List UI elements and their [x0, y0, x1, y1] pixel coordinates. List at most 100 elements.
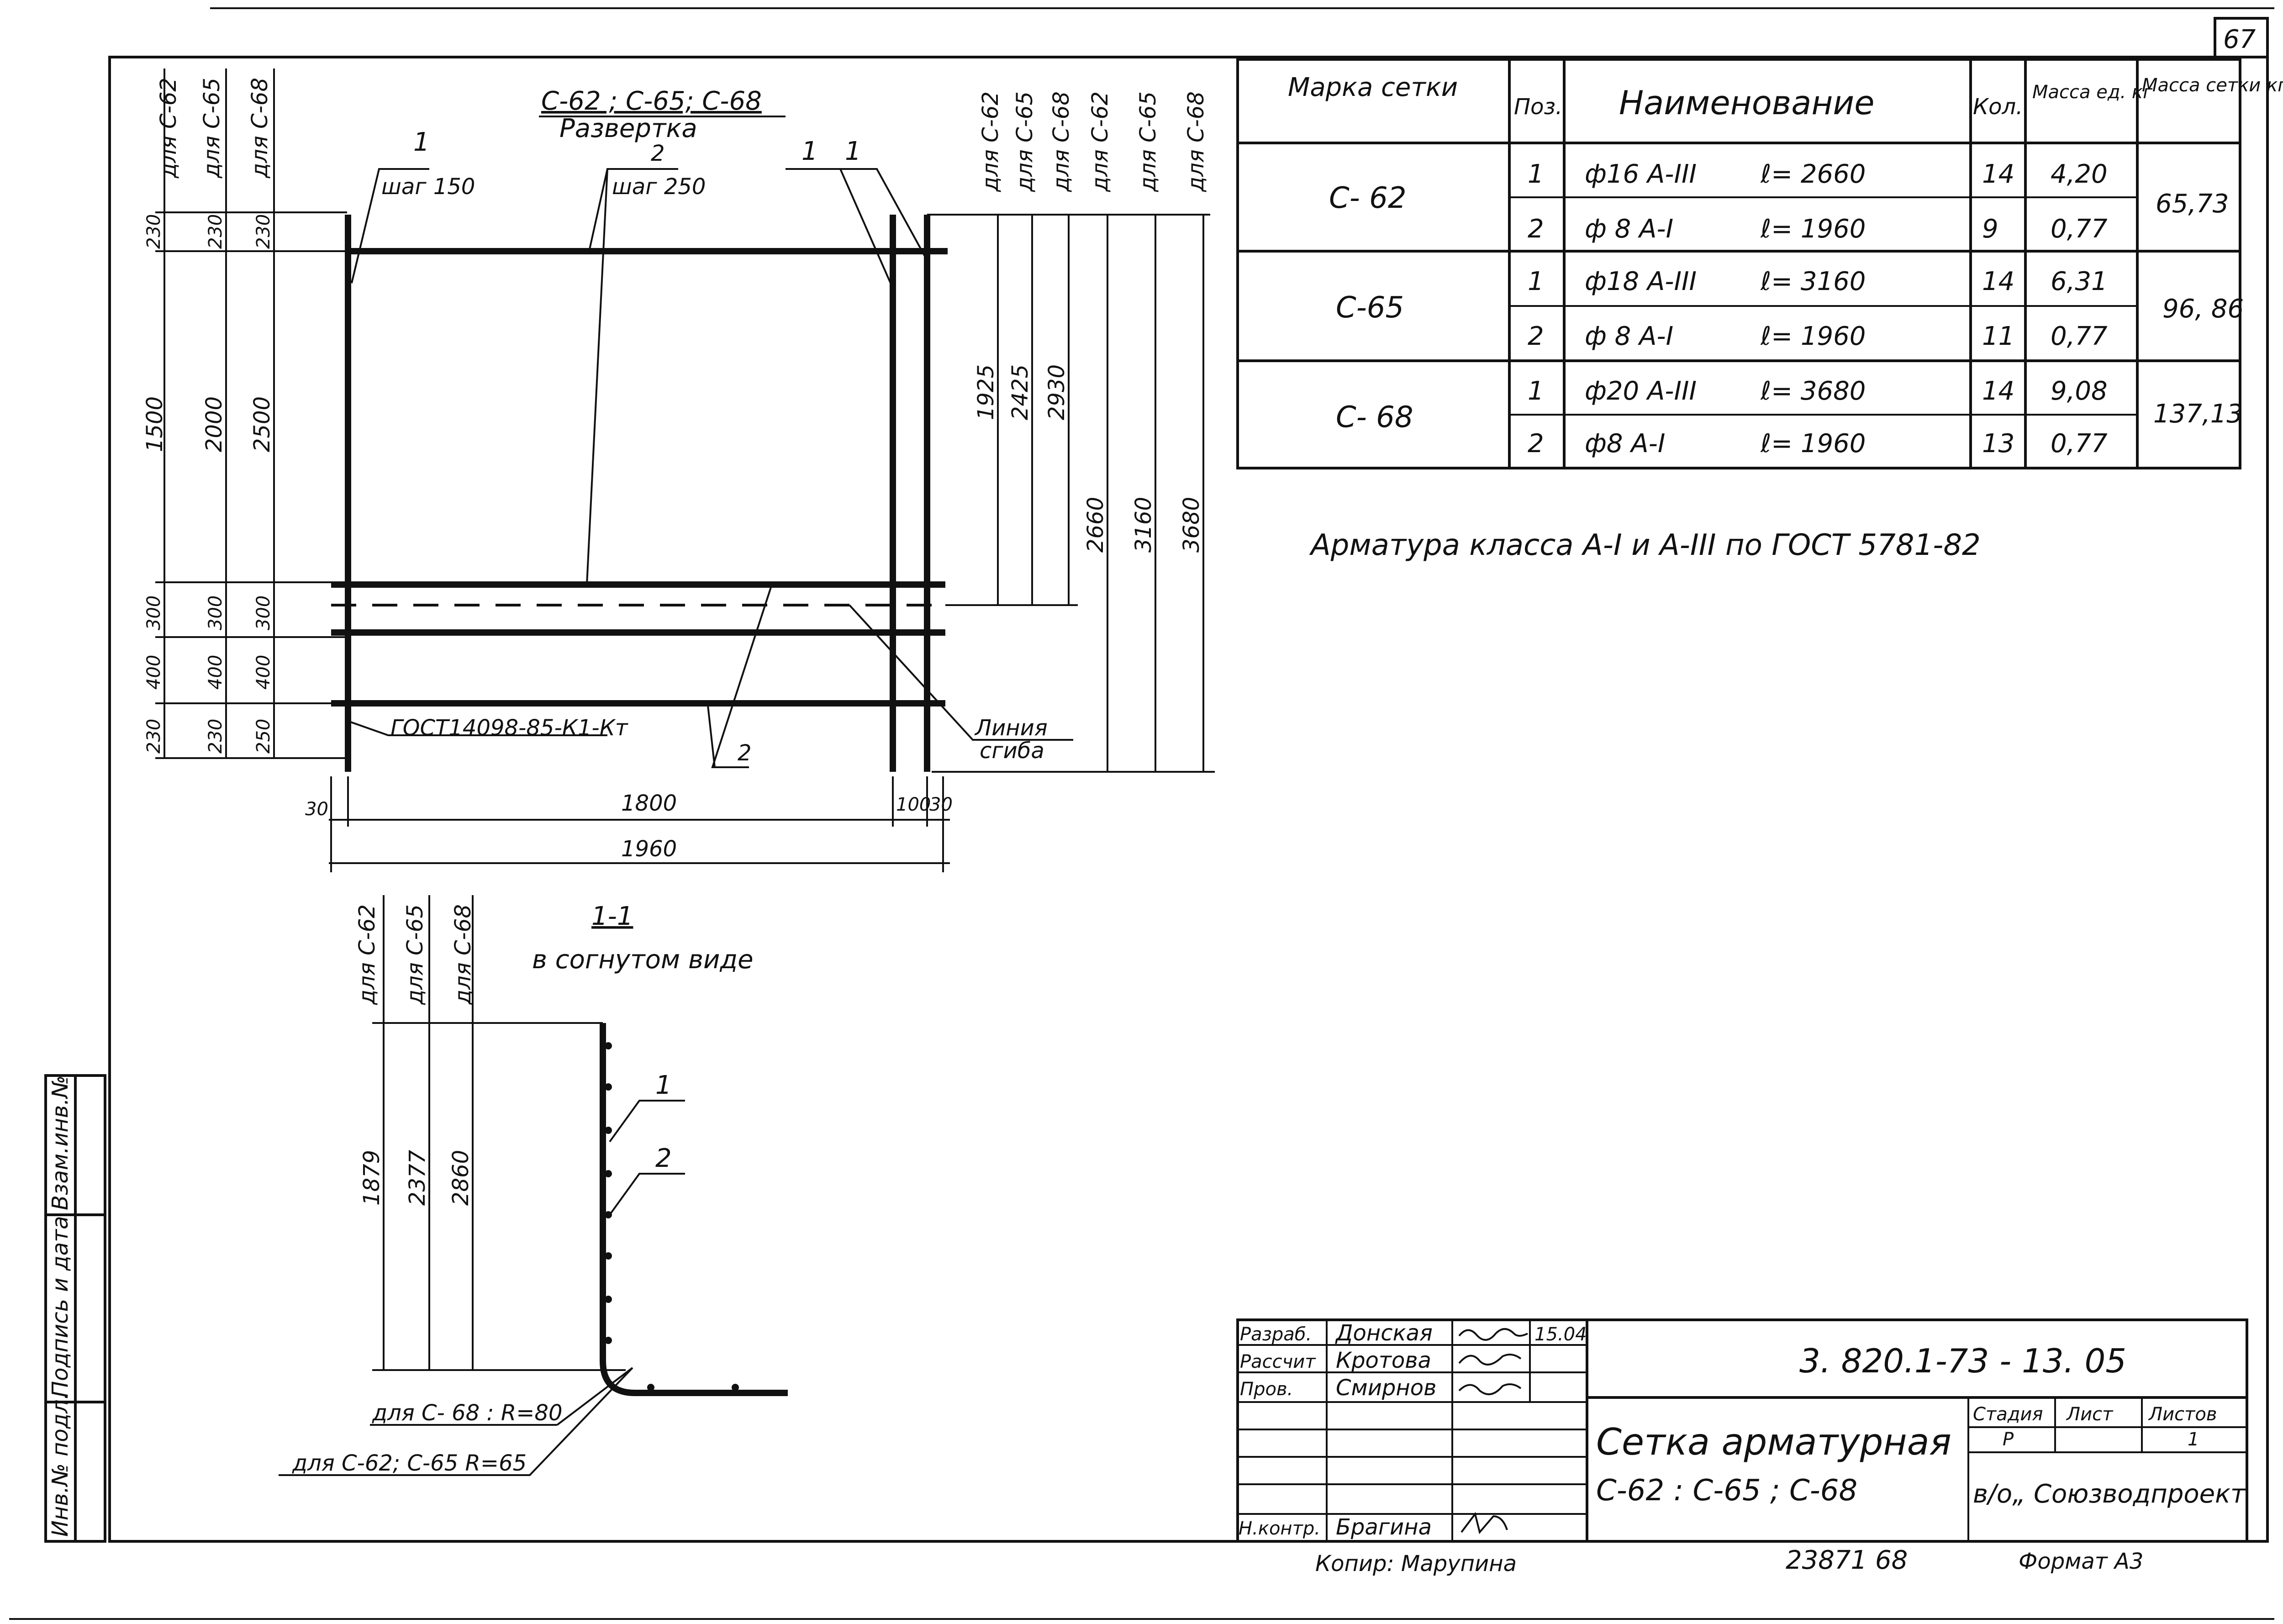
dim-b-100: 100 [896, 794, 931, 815]
dim-l-230-b: 230 [205, 214, 226, 249]
radius-note-c68: для С- 68 : R=80 [372, 1400, 563, 1426]
spec-header-pos: Поз. [1514, 94, 1562, 120]
spec-c65-r2-name: ф 8 A-I [1585, 322, 1673, 351]
dim-l-400-b: 400 [205, 655, 226, 690]
unfold-pos1-label: 1 [413, 127, 430, 157]
unfold-right-header-1: для C-62 [978, 91, 1003, 192]
tb-date: 15.04 [1534, 1324, 1587, 1345]
tb-role-3: Пров. [1240, 1379, 1293, 1400]
dim-l-2000: 2000 [201, 396, 227, 452]
unfold-right-header-3: для C-68 [1049, 91, 1074, 192]
spec-c62-r1-pos: 1 [1528, 159, 1544, 189]
bottom-dimension-lines [329, 776, 950, 872]
tb-stage: Р [2003, 1429, 2014, 1450]
dim-r-3160: 3160 [1131, 497, 1156, 553]
unfold-pos2-label: 2 [651, 141, 665, 166]
spec-c68-r1-pos: 1 [1528, 376, 1544, 406]
dim-b-1960: 1960 [621, 836, 677, 862]
spec-header-qty: Кол. [1973, 94, 2023, 120]
sheet-frame [9, 7, 2274, 1620]
page-number: 67 [2223, 25, 2256, 54]
spec-c68-r1-len: ℓ= 3680 [1760, 376, 1866, 406]
dim-l-230-c: 230 [253, 214, 274, 249]
dim-l-230-d: 230 [143, 719, 164, 754]
spec-c62-r2-pos: 2 [1528, 214, 1544, 244]
tb-sheets-total: 1 [2188, 1429, 2199, 1450]
unfold-left-header-c65: для C-65 [199, 78, 225, 179]
section-bent-mesh [279, 1023, 788, 1476]
spec-c68-net-mass: 137,13 [2153, 399, 2243, 429]
spec-c65-r1-name: ф18 A-III [1585, 267, 1697, 296]
unfold-right-header-6: для C-68 [1183, 91, 1209, 192]
dim-l-230-e: 230 [205, 719, 226, 754]
unfold-right-header-4: для C-62 [1087, 91, 1113, 192]
unfold-pos2-step: шаг 250 [612, 174, 706, 200]
unfold-pos1-right-a: 1 [801, 137, 818, 166]
tb-name-2: Кротова [1336, 1348, 1431, 1373]
section-dimension-lines [372, 895, 626, 1371]
dim-l-400-c: 400 [253, 655, 274, 690]
spec-mark-c62: С- 62 [1329, 181, 1407, 215]
side-stamp-inv-orig: Инв.№ подл. [47, 1392, 73, 1537]
unfold-leaders [349, 168, 1073, 768]
tb-sheet-title-2: С-62 : С-65 ; С-68 [1596, 1474, 1857, 1508]
section-dim-1879: 1879 [359, 1150, 385, 1206]
dim-r-1925: 1925 [973, 364, 999, 420]
tb-sheet-header: Лист [2066, 1404, 2114, 1425]
dim-r-2425: 2425 [1007, 364, 1033, 420]
spec-c68-r2-pos: 2 [1528, 429, 1544, 459]
signatures [1458, 1328, 1528, 1534]
spec-c65-net-mass: 96, 86 [2162, 294, 2244, 324]
section-pos2-label: 2 [655, 1144, 672, 1173]
spec-c62-r1-name: ф16 A-III [1585, 159, 1697, 189]
tb-role-2: Рассчит [1240, 1351, 1316, 1372]
section-header-c65: для C-65 [402, 904, 428, 1005]
spec-c68-r2-qty: 13 [1982, 429, 2014, 459]
unfold-right-header-5: для C-65 [1135, 91, 1161, 192]
dim-r-2930: 2930 [1044, 364, 1070, 420]
tb-format: Формат А3 [2019, 1549, 2143, 1574]
gost-note: ГОСТ14098-85-К1-Кт [390, 715, 629, 741]
bend-line-label-1: Линия [974, 715, 1048, 741]
spec-mark-c68: С- 68 [1336, 401, 1413, 434]
spec-c62-r2-mass: 0,77 [2051, 214, 2108, 244]
spec-header-name: Наименование [1619, 84, 1875, 122]
tb-sheets-header: Листов [2148, 1404, 2217, 1425]
dim-b-1800: 1800 [621, 791, 677, 816]
mesh-unfold [331, 215, 948, 772]
tb-role-7: Н.контр. [1239, 1518, 1320, 1539]
spec-c65-r1-mass: 6,31 [2051, 267, 2108, 296]
unfold-right-header-2: для C-65 [1012, 91, 1038, 192]
section-title: 1-1 [591, 902, 633, 931]
left-dimension-lines [155, 69, 347, 759]
tb-name-1: Донская [1335, 1320, 1433, 1346]
spec-c62-net-mass: 65,73 [2156, 189, 2229, 219]
dim-l-300-a: 300 [143, 596, 164, 630]
tb-name-7: Брагина [1336, 1514, 1432, 1540]
title-block-grid [1236, 1318, 2248, 1543]
dim-l-250: 250 [253, 719, 274, 754]
side-stamp-sign-date: Подпись и дата [47, 1216, 73, 1397]
unfold-subtitle: Развертка [559, 114, 697, 143]
bend-line-label-2: сгиба [980, 738, 1044, 764]
spec-c62-r2-qty: 9 [1982, 214, 1998, 244]
spec-c62-r1-mass: 4,20 [2051, 159, 2108, 189]
dim-l-230-a: 230 [143, 214, 164, 249]
radius-note-c62-c65: для С-62; С-65 R=65 [292, 1450, 527, 1476]
spec-c68-r1-name: ф20 A-III [1585, 376, 1697, 406]
spec-header-mark: Марка сетки [1288, 73, 1458, 102]
spec-c62-r1-len: ℓ= 2660 [1760, 159, 1866, 189]
spec-c65-r2-pos: 2 [1528, 322, 1544, 351]
tb-role-1: Разраб. [1240, 1324, 1312, 1345]
spec-c65-r2-qty: 11 [1982, 322, 2014, 351]
section-pos1-label: 1 [655, 1070, 672, 1100]
section-header-c68: для C-68 [450, 904, 476, 1005]
tb-stage-header: Стадия [1973, 1404, 2043, 1425]
dim-r-2660: 2660 [1083, 497, 1108, 553]
right-dimension-lines [927, 214, 1215, 773]
section-dim-2377: 2377 [405, 1149, 430, 1206]
spec-c62-r2-name: ф 8 A-I [1585, 214, 1673, 244]
spec-c62-r1-qty: 14 [1982, 159, 2014, 189]
dim-l-300-b: 300 [205, 596, 226, 630]
